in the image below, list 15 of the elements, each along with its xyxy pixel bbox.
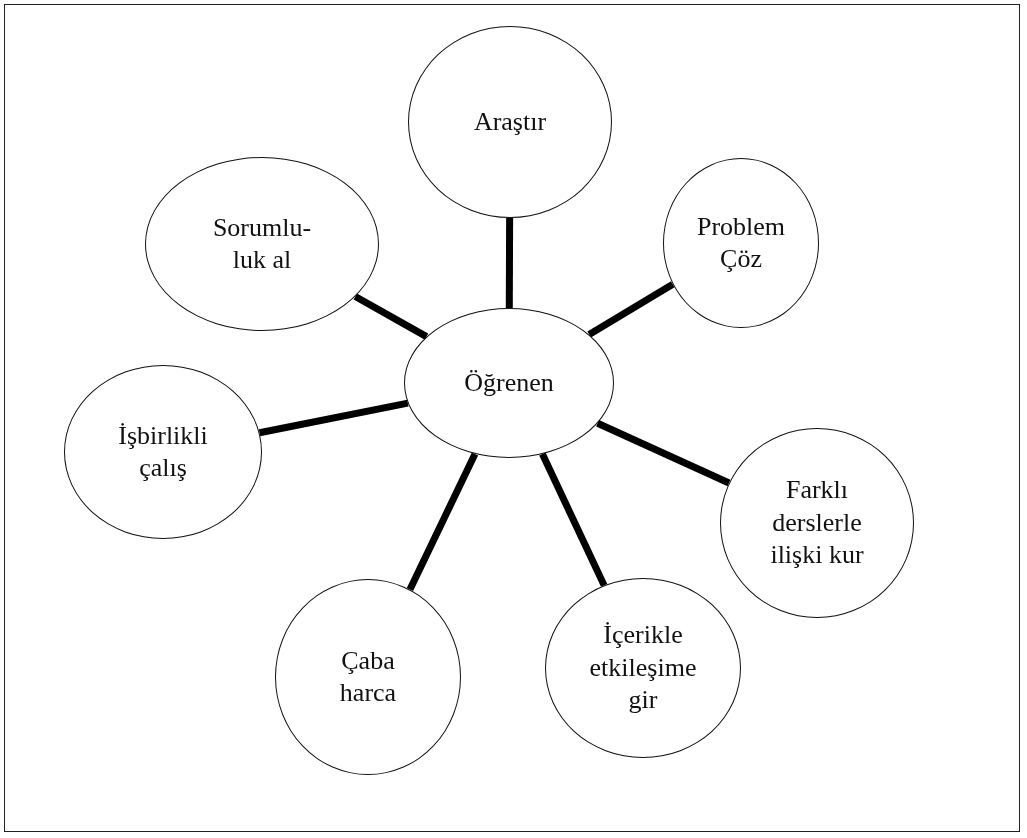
node-label: İçerikle etkileşime gir [588,619,698,717]
node-label: Sorumlu- luk al [211,211,313,276]
node-label: İşbirlikli çalış [117,419,209,484]
node-label: Araştır [473,105,547,138]
connector-line [587,281,675,338]
connector-line [505,218,514,308]
node-label: Çaba harca [338,644,398,709]
node-label: Farklı derslerle ilişki kur [769,474,865,572]
connector-line [596,420,731,487]
node-label: Problem Çöz [695,210,787,275]
connector-line [539,452,608,587]
node-label: Öğrenen [464,366,554,399]
connector-line [258,399,409,437]
connector-line [406,452,479,592]
connector-line [353,293,429,340]
